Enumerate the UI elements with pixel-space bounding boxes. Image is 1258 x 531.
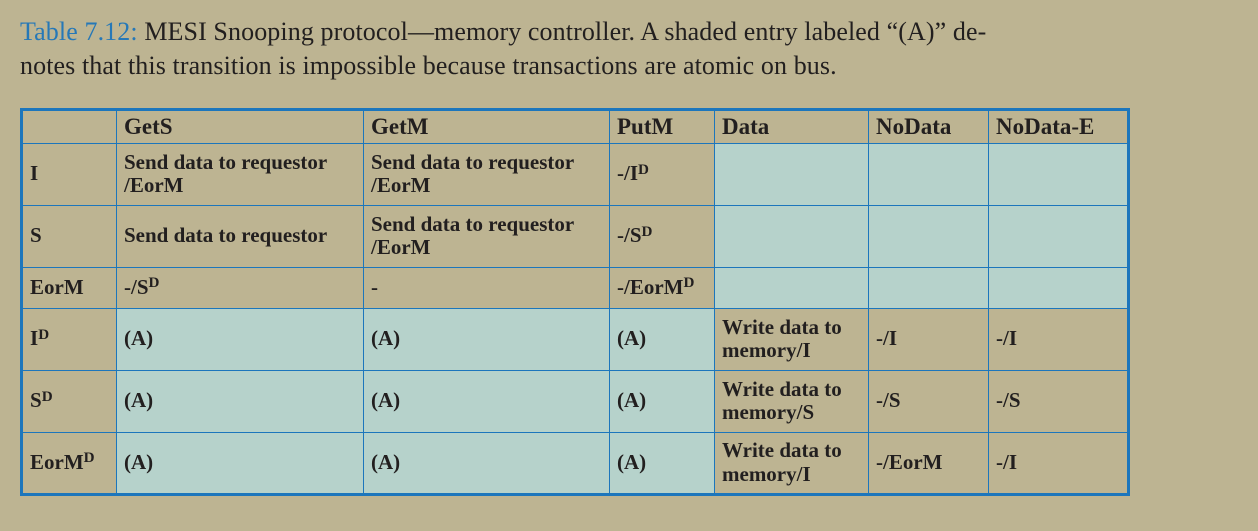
transition-cell: -/SD bbox=[116, 266, 364, 309]
superscript-state: D bbox=[641, 223, 653, 240]
superscript-state: D bbox=[83, 450, 95, 467]
row-state-label: ID bbox=[21, 307, 117, 371]
transition-cell: (A) bbox=[116, 307, 364, 371]
caption-line2: notes that this transition is impossible… bbox=[20, 50, 837, 80]
empty-cell bbox=[714, 266, 869, 309]
transition-cell: (A) bbox=[116, 431, 364, 495]
transition-cell: -/SD bbox=[609, 204, 715, 268]
caption-line1: MESI Snooping protocol—memory controller… bbox=[144, 17, 987, 46]
column-header-GetM: GetM bbox=[363, 108, 610, 144]
superscript-state: D bbox=[638, 161, 649, 178]
superscript-state: D bbox=[683, 275, 695, 292]
empty-cell bbox=[988, 142, 1129, 206]
transition-cell: -/S bbox=[868, 369, 989, 433]
transition-cell: -/I bbox=[988, 307, 1129, 371]
transition-cell: -/S bbox=[988, 369, 1129, 433]
superscript-state: D bbox=[38, 326, 50, 343]
transition-cell: Send data to requestor/EorM bbox=[363, 142, 610, 206]
column-header-PutM: PutM bbox=[609, 108, 715, 144]
row-state-label: SD bbox=[21, 369, 117, 433]
column-header-NoData-E: NoData-E bbox=[988, 108, 1129, 144]
transition-cell: (A) bbox=[609, 307, 715, 371]
column-header-NoData: NoData bbox=[868, 108, 989, 144]
empty-cell bbox=[868, 204, 989, 268]
column-header-state bbox=[21, 108, 117, 144]
transition-cell: Send data to requestor/EorM bbox=[363, 204, 610, 268]
empty-cell bbox=[868, 266, 989, 309]
transition-cell: (A) bbox=[363, 307, 610, 371]
column-header-Data: Data bbox=[714, 108, 869, 144]
row-state-label: EorM bbox=[21, 266, 117, 309]
caption-label: Table 7.12: bbox=[20, 17, 138, 46]
transition-cell: -/I bbox=[868, 307, 989, 371]
transition-cell: (A) bbox=[363, 369, 610, 433]
table-row: EorM-/SD--/EorMD bbox=[21, 266, 1129, 309]
empty-cell bbox=[988, 204, 1129, 268]
empty-cell bbox=[714, 204, 869, 268]
transition-cell: (A) bbox=[609, 431, 715, 495]
row-state-label: I bbox=[21, 142, 117, 206]
transition-cell: -/EorMD bbox=[609, 266, 715, 309]
transition-cell: -/EorM bbox=[868, 431, 989, 495]
transition-cell: Send data to requestor bbox=[116, 204, 364, 268]
superscript-state: D bbox=[148, 275, 160, 292]
transition-cell: -/ID bbox=[609, 142, 715, 206]
book-page: Table 7.12: MESI Snooping protocol—memor… bbox=[20, 15, 1240, 496]
transition-cell: (A) bbox=[609, 369, 715, 433]
transition-cell: (A) bbox=[116, 369, 364, 433]
column-header-GetS: GetS bbox=[116, 108, 364, 144]
superscript-state: D bbox=[41, 388, 53, 405]
empty-cell bbox=[714, 142, 869, 206]
transition-cell: (A) bbox=[363, 431, 610, 495]
row-state-label: S bbox=[21, 204, 117, 268]
table-caption: Table 7.12: MESI Snooping protocol—memor… bbox=[20, 15, 1240, 83]
transition-cell: Send data to requestor/EorM bbox=[116, 142, 364, 206]
transition-cell: - bbox=[363, 266, 610, 309]
row-state-label: EorMD bbox=[21, 431, 117, 495]
empty-cell bbox=[868, 142, 989, 206]
transition-cell: -/I bbox=[988, 431, 1129, 495]
empty-cell bbox=[988, 266, 1129, 309]
